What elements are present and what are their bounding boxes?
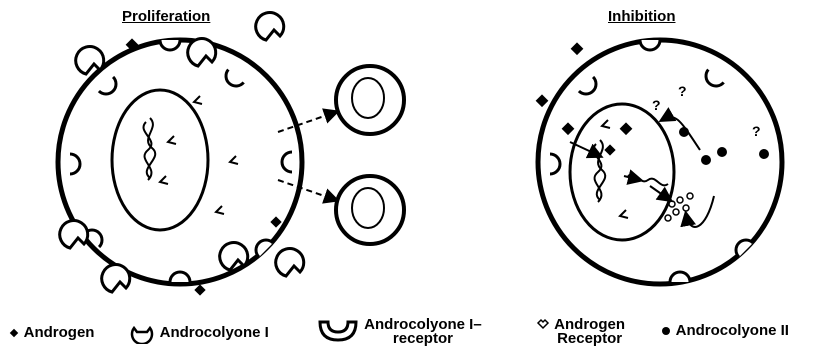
legend-receptor: Androcolyone I– receptor [316, 318, 482, 346]
legend: Androgen Androcolyone I Androcolyone I– … [0, 302, 813, 362]
question-mark-1: ? [652, 97, 661, 113]
androcolyone-1-icon [128, 322, 156, 344]
question-mark-3: ? [752, 123, 761, 139]
legend-androcolyone-1: Androcolyone I [128, 322, 269, 344]
legend-androgen-label: Androgen [24, 324, 95, 341]
legend-androcolyone-2-label: Androcolyone II [676, 322, 789, 339]
legend-androcolyone-2: Androcolyone II [660, 322, 789, 339]
daughter-cell-bottom [336, 176, 404, 244]
nucleus-right [570, 104, 674, 240]
androgen-receptor-icon [536, 318, 550, 332]
diagram-canvas: ? ? ? [0, 0, 813, 300]
androcolyone-2-dot-icon [660, 325, 672, 337]
daughter-cell-top [336, 66, 404, 134]
legend-receptor-line2: receptor [393, 330, 453, 347]
nucleus-left [112, 90, 208, 230]
proliferation-cell [58, 40, 302, 284]
androgen-diamond-icon [8, 327, 20, 339]
legend-androcolyone-1-label: Androcolyone I [160, 324, 269, 341]
receptor-cup-icon [316, 318, 360, 344]
inhibition-cell [538, 40, 782, 284]
legend-androgen-receptor: Androgen Receptor [536, 318, 625, 346]
question-mark-2: ? [678, 83, 687, 99]
legend-androgen: Androgen [8, 324, 94, 341]
legend-androgen-receptor-line2: Receptor [557, 330, 622, 347]
